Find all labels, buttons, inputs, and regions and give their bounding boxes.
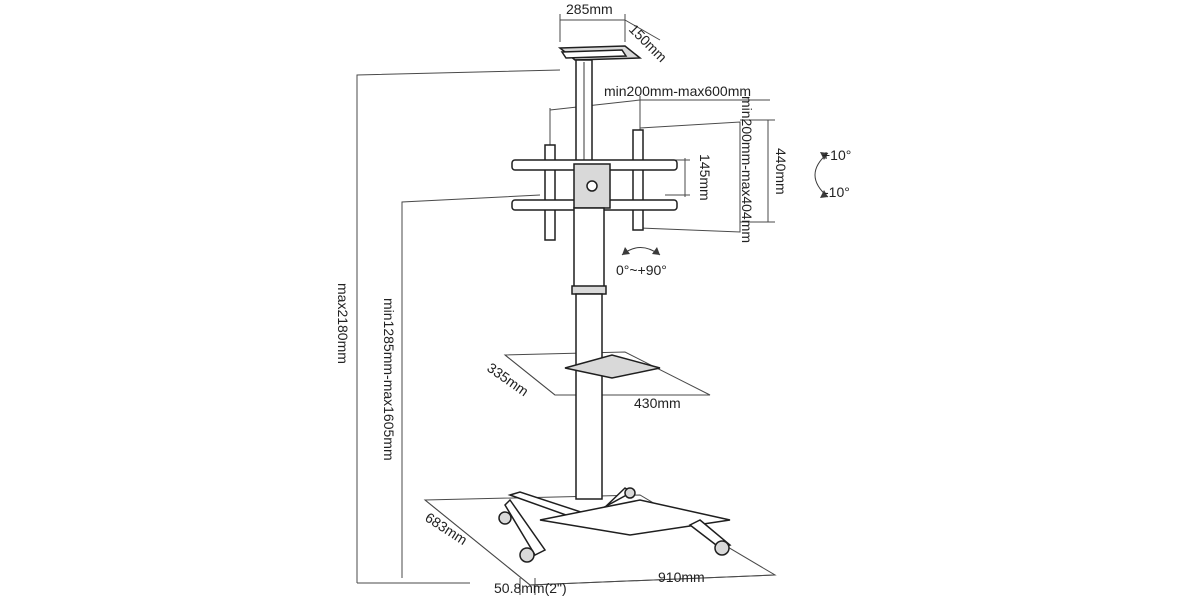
bracket-height-label: 145mm xyxy=(697,154,713,201)
rotation-arrow-head-left xyxy=(622,247,630,255)
tilt-arrow-head-down xyxy=(820,190,828,198)
caster-front-right xyxy=(714,540,730,556)
vesa-arm-right xyxy=(632,129,644,231)
base-width-label: 910mm xyxy=(658,569,705,585)
shelf-width-label: 430mm xyxy=(634,395,681,411)
max-height-label: max2180mm xyxy=(335,283,351,364)
tilt-down-label: -10° xyxy=(824,184,850,200)
base-depth-dimension-line xyxy=(424,499,531,586)
vesa-h-dimension-line xyxy=(549,99,641,111)
media-shelf xyxy=(564,354,661,379)
shelf-depth-dimension-line xyxy=(504,354,556,396)
height-range-label: min1285mm-max1605mm xyxy=(381,298,397,461)
tilt-arrow-head-up xyxy=(820,152,828,160)
top-plate-inner xyxy=(560,49,628,59)
top-width-label: 285mm xyxy=(566,1,613,17)
mount-plate-bolt xyxy=(586,180,598,192)
caster-back-right xyxy=(624,487,636,499)
vesa-horizontal-label: min200mm-max600mm xyxy=(604,83,751,99)
vesa-arm-left xyxy=(544,144,556,241)
caster-front-left xyxy=(519,547,535,563)
rotation-arrow-head-right xyxy=(652,247,660,255)
base-leg-front-left xyxy=(504,498,547,556)
main-column-bottom xyxy=(575,293,603,500)
caster-back-left xyxy=(498,511,512,525)
height-range-dimension-line xyxy=(401,194,541,578)
shelf-depth-label: 335mm xyxy=(484,359,531,399)
base-width-dimension-line xyxy=(529,574,776,586)
base-frame xyxy=(539,499,731,536)
tv-panel-outline xyxy=(639,121,741,233)
max-height-dimension-line xyxy=(356,69,561,583)
caster-size-label: 50.8mm(2") xyxy=(494,580,567,596)
column-collar xyxy=(571,285,607,295)
top-depth-dimension-line xyxy=(624,19,661,41)
panel-height-label: 440mm xyxy=(773,148,789,195)
vesa-vertical-label: min200mm-max404mm xyxy=(739,96,755,243)
main-column-top xyxy=(573,207,605,289)
rotation-label: 0°~+90° xyxy=(616,262,667,278)
base-depth-label: 683mm xyxy=(422,509,470,548)
tilt-up-label: +10° xyxy=(822,147,851,163)
